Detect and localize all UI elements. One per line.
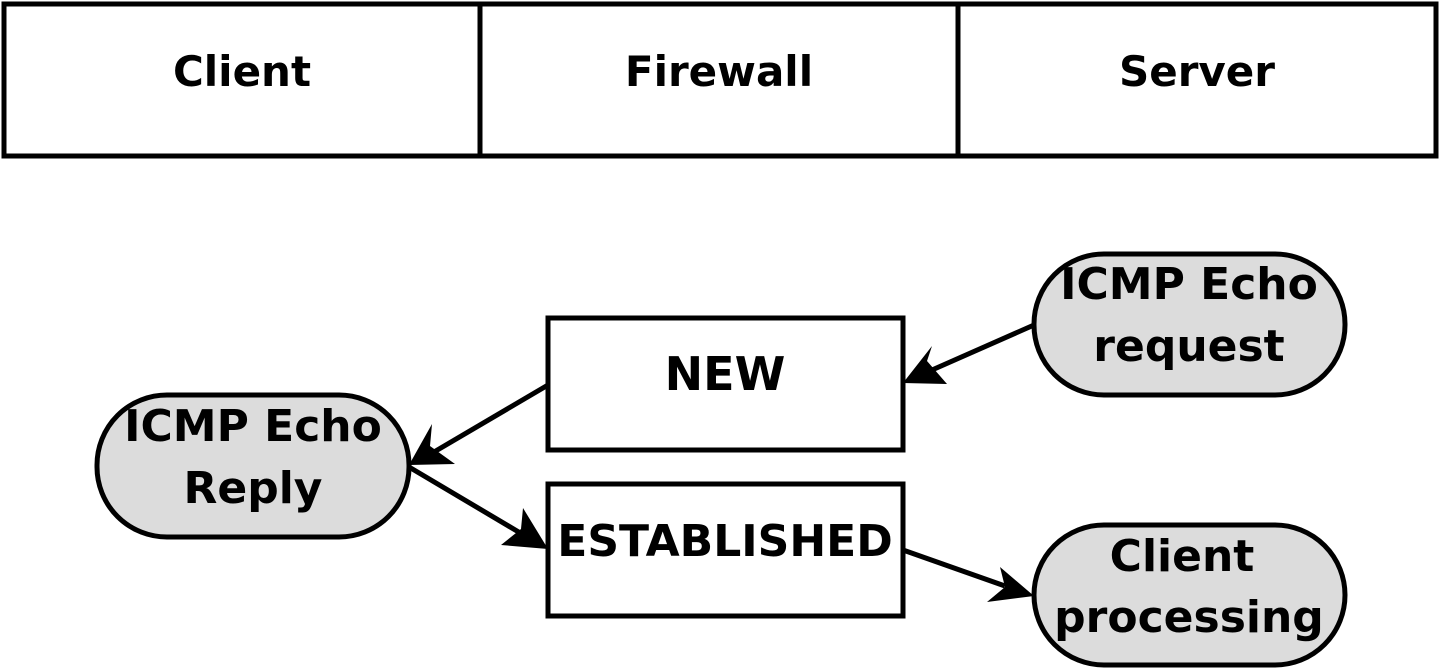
state-box-new: NEW — [545, 315, 906, 453]
echo-reply-line1: ICMP Echo — [124, 401, 382, 452]
state-established-label: ESTABLISHED — [557, 516, 892, 567]
arrowhead-new — [903, 346, 947, 384]
message-client-processing: Client processing — [1031, 522, 1348, 668]
connector-new-to-reply — [409, 382, 550, 465]
echo-request-line2: request — [1093, 321, 1284, 372]
client-processing-line1: Client — [1110, 531, 1255, 582]
echo-reply-line2: Reply — [184, 463, 323, 514]
arrowhead-established — [501, 508, 548, 549]
header-cell-server — [955, 1, 1439, 159]
connector-request-to-new — [903, 322, 1036, 384]
state-box-established: ESTABLISHED — [545, 481, 906, 619]
message-echo-request: ICMP Echo request — [1031, 251, 1348, 398]
header-cell-client — [1, 1, 483, 159]
client-processing-line2: processing — [1054, 592, 1324, 643]
column-header-row: Client Firewall Server — [1, 1, 1439, 159]
header-firewall-label: Firewall — [625, 47, 813, 96]
header-server-label: Server — [1119, 47, 1275, 96]
echo-request-line1: ICMP Echo — [1060, 259, 1318, 310]
connector-established-to-processing — [902, 547, 1034, 602]
header-cell-firewall — [477, 1, 961, 159]
arrowhead-reply — [409, 424, 455, 465]
message-echo-reply: ICMP Echo Reply — [94, 392, 412, 540]
state-new-label: NEW — [665, 347, 786, 401]
arrowhead-processing — [987, 567, 1034, 602]
header-client-label: Client — [173, 47, 311, 96]
connector-reply-to-established — [407, 464, 548, 549]
